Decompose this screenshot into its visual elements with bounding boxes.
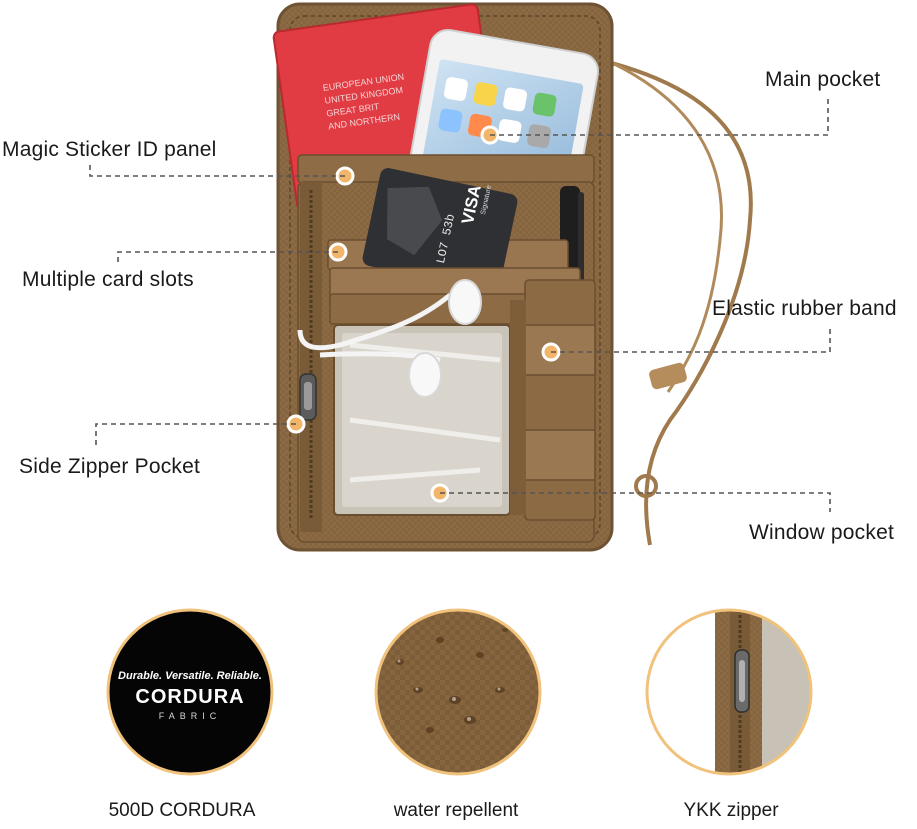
cordura-brand: CORDURA bbox=[135, 686, 245, 708]
caption-water: water repellent bbox=[393, 800, 519, 821]
caption-zipper: YKK zipper bbox=[683, 800, 779, 821]
label-side-zipper: Side Zipper Pocket bbox=[19, 455, 201, 478]
feature-circle-water bbox=[374, 608, 542, 776]
label-main-pocket: Main pocket bbox=[765, 68, 881, 91]
earphone-cable bbox=[297, 293, 452, 351]
label-window-pocket: Window pocket bbox=[749, 521, 894, 544]
label-elastic-band: Elastic rubber band bbox=[712, 297, 897, 320]
cordura-tagline: Durable. Versatile. Reliable. bbox=[118, 670, 262, 682]
credit-card bbox=[362, 168, 518, 292]
leader-lines bbox=[89, 98, 831, 512]
cordura-sub: FABRIC bbox=[158, 711, 222, 721]
feature-circle-zipper bbox=[645, 608, 813, 776]
cord-stopper bbox=[649, 362, 687, 390]
label-card-slots: Multiple card slots bbox=[22, 268, 194, 291]
feature-circle-cordura bbox=[106, 608, 274, 776]
cord bbox=[599, 58, 753, 546]
caption-cordura: 500D CORDURA bbox=[108, 800, 256, 821]
label-magic-sticker: Magic Sticker ID panel bbox=[2, 138, 217, 161]
